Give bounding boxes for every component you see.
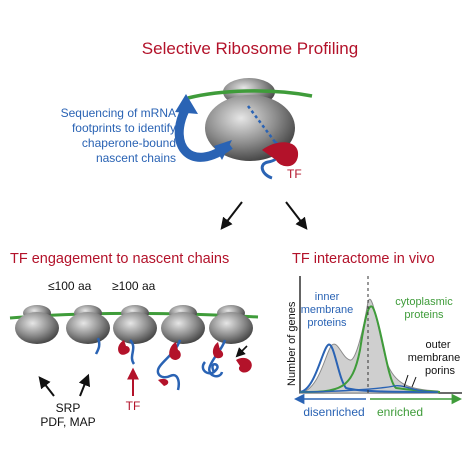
svg-text:proteins: proteins <box>404 309 444 321</box>
seq-line-2: footprints to identify <box>72 121 176 135</box>
title: Selective Ribosome Profiling <box>142 39 358 58</box>
srp-label: SRP <box>56 401 81 415</box>
outer-membrane-label: outer membrane porins <box>408 339 461 377</box>
seq-line-4: nascent chains <box>96 151 176 165</box>
recycle-arrow <box>174 108 233 162</box>
sequencing-text: Sequencing of mRNA footprints to identif… <box>61 106 176 165</box>
recycle-arrow-head <box>175 94 198 114</box>
cytoplasmic-curve <box>299 305 441 393</box>
pdf-map-label: PDF, MAP <box>40 415 95 429</box>
svg-text:membrane: membrane <box>301 304 354 316</box>
ribosome-2 <box>66 305 110 355</box>
seq-line-1: Sequencing of mRNA <box>61 106 176 120</box>
top-ribosome <box>187 78 313 180</box>
mrna-strand <box>187 89 313 100</box>
svg-text:porins: porins <box>425 365 455 377</box>
tf-interactome-chart: Number of genes inner membrane proteins … <box>286 276 463 419</box>
ribosome-4 <box>156 305 205 391</box>
length-label-long: ≥100 aa <box>112 279 156 293</box>
disenriched-label: disenriched <box>303 405 364 419</box>
recycle-arrow-tail <box>214 140 232 160</box>
enriched-label: enriched <box>377 405 423 419</box>
inner-membrane-label: inner membrane proteins <box>301 291 354 329</box>
arrow-srp-2 <box>78 373 91 397</box>
ribosome-3 <box>113 305 157 365</box>
length-label-short: ≤100 aa <box>48 279 92 293</box>
trigger-factor-shape <box>262 142 299 167</box>
ribosome-1 <box>15 305 59 344</box>
svg-text:inner: inner <box>315 291 340 303</box>
arrow-left <box>220 201 243 230</box>
cytoplasmic-label: cytoplasmic proteins <box>395 296 453 321</box>
ribosome-5 <box>201 305 253 378</box>
outer-pointer-2 <box>411 376 417 388</box>
arrow-srp-1 <box>38 376 55 397</box>
svg-text:membrane: membrane <box>408 352 461 364</box>
left-heading: TF engagement to nascent chains <box>10 251 229 267</box>
tf-label-top: TF <box>287 167 302 181</box>
right-heading: TF interactome in vivo <box>292 251 435 267</box>
outer-pointer-1 <box>403 374 409 388</box>
tf-label-bottom: TF <box>126 399 141 413</box>
seq-line-3: chaperone-bound <box>82 136 176 150</box>
svg-text:proteins: proteins <box>307 317 347 329</box>
nascent-chain-tunnel <box>247 105 276 143</box>
svg-text:cytoplasmic: cytoplasmic <box>395 296 453 308</box>
arrow-right <box>285 201 308 230</box>
ribosome-row <box>9 305 259 391</box>
chart-ylabel: Number of genes <box>286 301 298 386</box>
svg-text:outer: outer <box>425 339 450 351</box>
inner-membrane-curve <box>299 343 439 393</box>
outer-membrane-curve <box>299 384 439 393</box>
